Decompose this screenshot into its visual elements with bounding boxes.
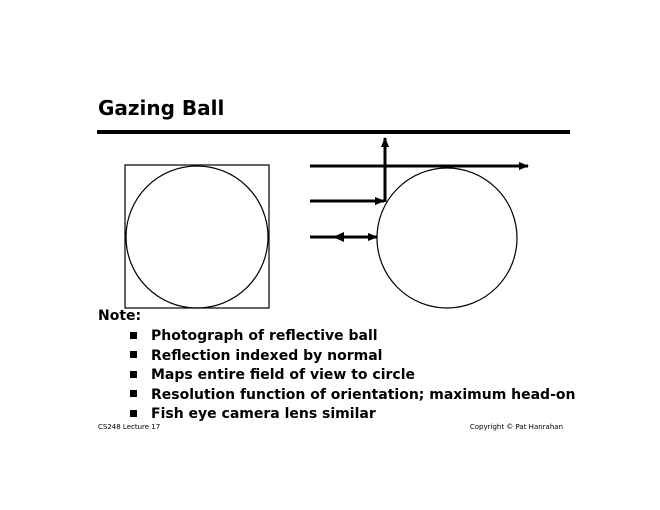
list-item: Fish eye camera lens similar bbox=[130, 405, 575, 425]
bullet-icon bbox=[130, 370, 137, 378]
list-item: Maps entire field of view to circle bbox=[130, 366, 575, 386]
bullet-text: Maps entire field of view to circle bbox=[151, 367, 415, 384]
footer-lecture: CS248 Lecture 17 bbox=[98, 423, 161, 431]
ball-photo-circle bbox=[125, 165, 269, 309]
list-item: Resolution function of orientation; maxi… bbox=[130, 386, 575, 406]
footer-copyright: Copyright © Pat Hanrahan bbox=[469, 423, 563, 431]
bullet-icon bbox=[130, 331, 137, 339]
bullet-text: Reflection indexed by normal bbox=[151, 347, 383, 364]
bullet-icon bbox=[130, 409, 137, 417]
bullet-text: Photograph of reflective ball bbox=[151, 328, 378, 344]
bullet-text: Resolution function of orientation; maxi… bbox=[151, 386, 576, 403]
list-item: Reflection indexed by normal bbox=[130, 347, 575, 367]
note-label: Note: bbox=[98, 308, 142, 324]
slide-title: Gazing Ball bbox=[98, 96, 225, 120]
list-item: Photograph of reflective ball bbox=[130, 327, 575, 347]
bullet-text: Fish eye camera lens similar bbox=[151, 406, 376, 423]
bullet-list: Photograph of reflective ball Reflection… bbox=[130, 327, 575, 425]
ball-circle bbox=[376, 167, 518, 309]
bullet-icon bbox=[130, 390, 137, 398]
ray-headon-reflected-arrowhead bbox=[333, 232, 344, 242]
title-rule bbox=[97, 130, 570, 134]
bullet-icon bbox=[130, 351, 137, 359]
